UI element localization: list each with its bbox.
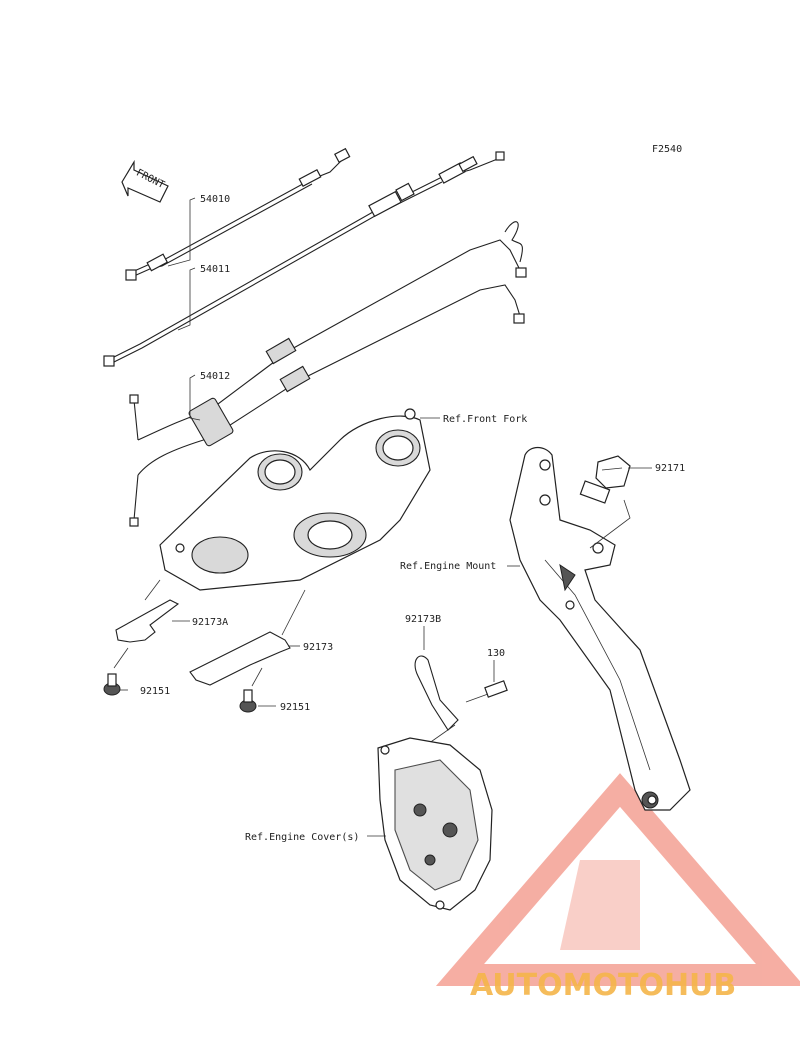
watermark-text: AUTOMOTOHUB [470, 968, 736, 1003]
clamp-92173[interactable] [189, 589, 306, 686]
label-92173b[interactable]: 92173B [405, 614, 441, 625]
label-92151-right[interactable]: 92151 [280, 702, 310, 713]
watermark-logo [435, 773, 800, 986]
screw-92151-left[interactable] [103, 647, 129, 696]
label-92173a[interactable]: 92173A [192, 617, 228, 628]
front-arrow-icon: FRONT [121, 159, 169, 203]
label-54012[interactable]: 54012 [200, 371, 230, 382]
screw-92151-right[interactable] [239, 667, 263, 713]
ref-engine-cover[interactable]: Ref.Engine Cover(s) [245, 832, 359, 843]
label-54010[interactable]: 54010 [200, 194, 230, 205]
ref-front-fork[interactable]: Ref.Front Fork [443, 414, 527, 425]
throttle-cable-54011[interactable] [103, 151, 505, 367]
upper-fork-bracket[interactable] [159, 408, 431, 591]
bolt-130[interactable] [465, 680, 508, 703]
ref-engine-mount[interactable]: Ref.Engine Mount [400, 561, 496, 572]
throttle-cable-54010[interactable] [125, 147, 351, 281]
clamp-92173a[interactable] [115, 579, 180, 643]
throttle-cable-54012[interactable] [129, 221, 527, 527]
label-92173[interactable]: 92173 [303, 642, 333, 653]
label-92171[interactable]: 92171 [655, 463, 685, 474]
engine-mount-arm[interactable] [509, 446, 691, 811]
clamp-92171[interactable] [589, 455, 631, 549]
label-54011[interactable]: 54011 [200, 264, 230, 275]
leader-lines [120, 197, 652, 837]
label-92151-left[interactable]: 92151 [140, 686, 170, 697]
engine-cover[interactable] [377, 737, 493, 911]
label-130[interactable]: 130 [487, 648, 505, 659]
diagram-code: F2540 [652, 144, 682, 155]
